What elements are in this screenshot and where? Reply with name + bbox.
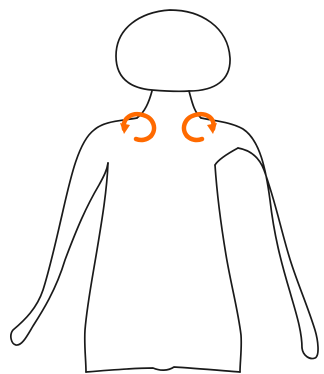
- left-torso-outline: [85, 163, 108, 372]
- head-outline: [116, 10, 230, 91]
- rotate-arrow-icon: [207, 123, 217, 134]
- right-arm-outline: [201, 118, 318, 359]
- hip-outline: [86, 367, 240, 372]
- rotate-arrow-icon: [120, 123, 130, 134]
- right-torso-outline: [215, 165, 241, 372]
- left-arm-outline: [11, 118, 137, 345]
- right-inner-arm-outline: [215, 148, 238, 165]
